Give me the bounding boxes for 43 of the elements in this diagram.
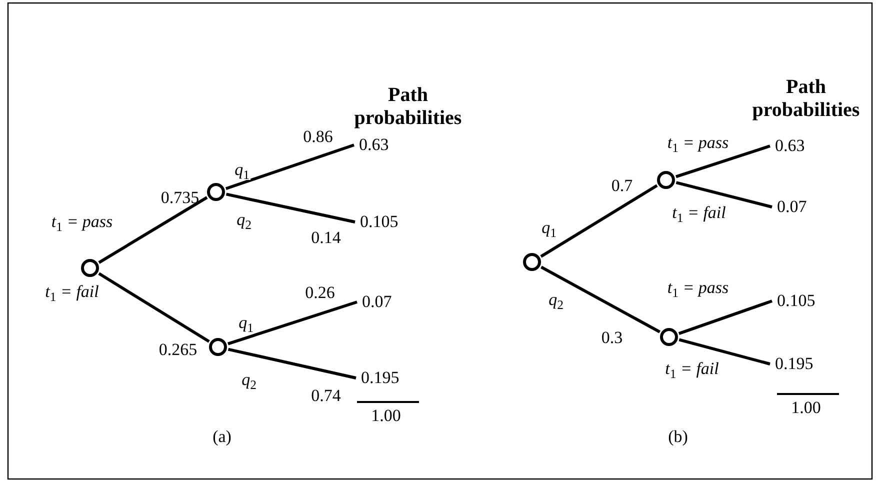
path-probability: 0.07 bbox=[357, 292, 392, 312]
path-probability: 0.195 bbox=[770, 354, 814, 374]
chance-node-circle bbox=[81, 259, 99, 277]
panel-caption: (a) bbox=[212, 427, 232, 447]
branch-probability: 0.7 bbox=[611, 176, 633, 196]
branch-line bbox=[540, 184, 658, 258]
branch-line bbox=[676, 144, 770, 178]
branch-line bbox=[98, 272, 210, 343]
chance-node-circle bbox=[657, 171, 675, 189]
branch-line bbox=[228, 348, 356, 380]
edge-label: t$_{1}$ = fail bbox=[671, 203, 727, 223]
branch-line bbox=[678, 300, 772, 335]
branch-line bbox=[226, 192, 356, 224]
branch-probability: 0.14 bbox=[311, 228, 341, 248]
branch-probability: 0.74 bbox=[311, 386, 341, 406]
path-probability: 0.63 bbox=[354, 135, 389, 155]
chance-node-circle bbox=[660, 328, 678, 346]
chance-node-circle bbox=[523, 253, 541, 271]
path-probability: 0.63 bbox=[770, 136, 805, 156]
edge-label: t$_{1}$ = fail bbox=[44, 282, 100, 302]
branch-line bbox=[228, 300, 358, 346]
branch-line bbox=[678, 338, 770, 366]
column-heading: Path probabilities bbox=[751, 76, 861, 122]
chance-node-circle bbox=[209, 338, 227, 356]
branch-line bbox=[225, 144, 354, 190]
branch-line bbox=[540, 266, 661, 334]
path-probability: 0.105 bbox=[355, 212, 398, 232]
chance-node-circle bbox=[207, 183, 225, 201]
branch-probability: 0.3 bbox=[601, 328, 623, 348]
total-sum: 1.00 bbox=[371, 406, 401, 426]
branch-probability: 0.265 bbox=[158, 340, 198, 360]
total-sum: 1.00 bbox=[791, 398, 821, 418]
branch-probability: 0.26 bbox=[305, 283, 335, 303]
branch-line bbox=[676, 181, 772, 208]
path-probability: 0.195 bbox=[356, 368, 400, 388]
column-heading: Path probabilities bbox=[353, 84, 463, 130]
path-probability: 0.07 bbox=[772, 197, 807, 217]
path-probability: 0.105 bbox=[772, 291, 816, 311]
branch-probability: 0.735 bbox=[160, 188, 200, 208]
branch-probability: 0.86 bbox=[303, 127, 333, 147]
panel-caption: (b) bbox=[668, 427, 688, 447]
branch-line bbox=[98, 196, 208, 264]
edge-label: t$_{1}$ = fail bbox=[664, 359, 720, 379]
